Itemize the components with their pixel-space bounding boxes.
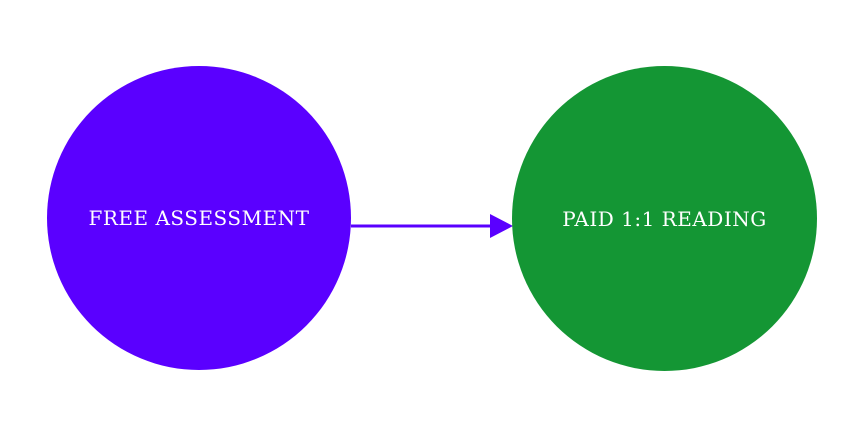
node-free-assessment-label: FREE ASSESSMENT: [88, 206, 310, 230]
node-free-assessment: FREE ASSESSMENT: [47, 66, 351, 370]
node-paid-reading: PAID 1:1 READING: [512, 66, 817, 371]
flow-arrow-head: [490, 214, 513, 238]
node-paid-reading-label: PAID 1:1 READING: [562, 206, 767, 231]
